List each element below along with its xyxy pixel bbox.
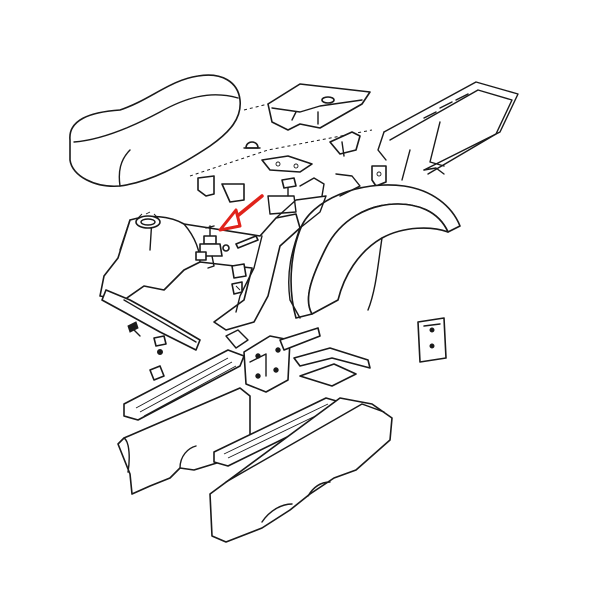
left-footboard bbox=[123, 349, 245, 421]
seat-bracket-plate bbox=[261, 155, 313, 173]
tank-side-cover bbox=[101, 289, 201, 351]
small-bolt bbox=[281, 177, 297, 197]
right-floor-panel bbox=[209, 397, 393, 543]
rack-mount-left bbox=[371, 165, 387, 187]
fuel-tap-valve bbox=[195, 225, 223, 269]
center-stand bbox=[225, 327, 371, 387]
frame-mount-bracket bbox=[197, 175, 245, 203]
rear-mudguard bbox=[290, 184, 461, 319]
rubber-bump bbox=[243, 141, 261, 149]
left-floor-panel bbox=[117, 387, 251, 495]
pin bbox=[222, 235, 259, 252]
clip-nut bbox=[149, 365, 165, 381]
panel-nut bbox=[153, 335, 167, 355]
clip-bracket bbox=[329, 131, 361, 157]
seat-tray bbox=[267, 83, 371, 131]
filler-neck bbox=[135, 211, 161, 229]
panel-screw bbox=[127, 321, 141, 337]
highlight-arrow bbox=[218, 194, 264, 232]
identification-plate bbox=[417, 317, 447, 363]
seat bbox=[69, 74, 241, 187]
luggage-rack bbox=[377, 81, 519, 181]
center-mount-plate bbox=[243, 335, 291, 393]
fuel-filter bbox=[231, 263, 247, 295]
